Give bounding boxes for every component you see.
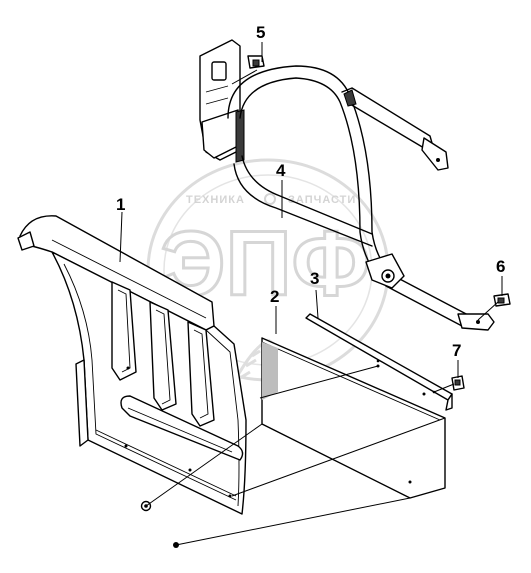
callout-leaders — [119, 42, 503, 378]
assembly-lines — [145, 69, 499, 546]
part-7-bolt — [451, 375, 465, 391]
part-1-mudguard — [17, 215, 247, 515]
callout-7: 7 — [452, 341, 461, 360]
callout-4: 4 — [276, 161, 286, 180]
part-3-clamp-strip — [305, 313, 453, 411]
callout-5: 5 — [256, 23, 265, 42]
part-4-tube-bracket — [199, 39, 495, 331]
watermark-gear-icon — [264, 193, 276, 205]
part-2-rubber-flap — [261, 337, 446, 499]
callout-3: 3 — [310, 269, 319, 288]
watermark-top-text: ТЕХНИКА — [186, 194, 245, 206]
callout-1: 1 — [116, 195, 125, 214]
loose-nuts — [140, 500, 179, 548]
part-6-bolt — [493, 293, 511, 307]
callout-2: 2 — [270, 287, 279, 306]
part-5-bolt — [247, 55, 265, 69]
callout-6: 6 — [496, 257, 505, 276]
watermark-right-text: ЗАПЧАСТИ — [288, 194, 356, 206]
